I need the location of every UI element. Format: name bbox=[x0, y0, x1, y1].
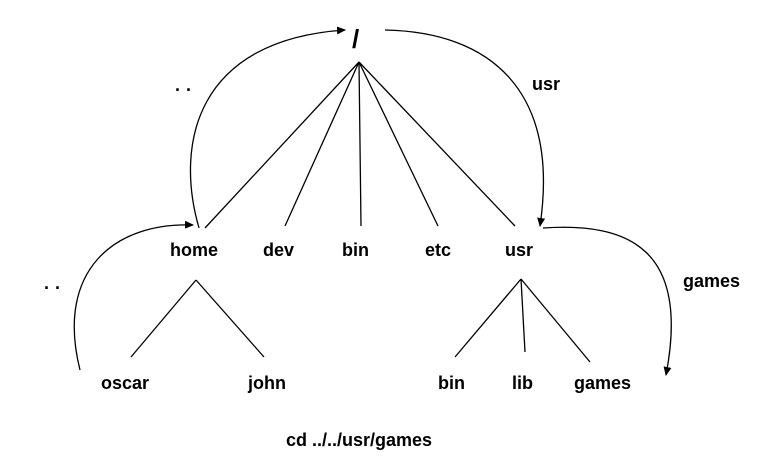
edge-usr-games bbox=[520, 278, 591, 363]
arrow-usr-to-games bbox=[542, 226, 672, 376]
node-games: games bbox=[574, 373, 632, 393]
node-etc: etc bbox=[425, 240, 452, 260]
label-into-games: games bbox=[683, 271, 741, 291]
edge-root-etc bbox=[358, 61, 439, 227]
arrow-root-to-usr bbox=[384, 29, 546, 227]
edge-root-home bbox=[204, 61, 360, 229]
node-usr: usr bbox=[505, 240, 534, 260]
edge-root-dev bbox=[284, 61, 360, 227]
edge-root-usr bbox=[358, 61, 516, 227]
node-lib: lib bbox=[512, 373, 533, 393]
edge-usr-bin bbox=[454, 278, 522, 358]
arrow-home-to-root bbox=[189, 26, 346, 229]
command-text: cd ../../usr/games bbox=[286, 430, 433, 450]
edge-root-bin bbox=[358, 61, 362, 227]
node-bin: bin bbox=[342, 240, 369, 260]
label-up-from-oscar: .. bbox=[44, 273, 67, 293]
label-into-usr: usr bbox=[532, 74, 561, 94]
edge-home-john bbox=[195, 279, 265, 358]
edge-usr-lib bbox=[520, 278, 526, 353]
node-home: home bbox=[170, 240, 219, 260]
arrow-oscar-to-home bbox=[73, 220, 194, 371]
node-oscar: oscar bbox=[101, 373, 150, 393]
node-usr-bin: bin bbox=[438, 373, 465, 393]
node-john: john bbox=[248, 373, 286, 393]
node-root: / bbox=[352, 24, 360, 54]
edge-home-oscar bbox=[130, 279, 197, 358]
label-up-from-home: .. bbox=[175, 75, 198, 95]
node-dev: dev bbox=[263, 240, 295, 260]
